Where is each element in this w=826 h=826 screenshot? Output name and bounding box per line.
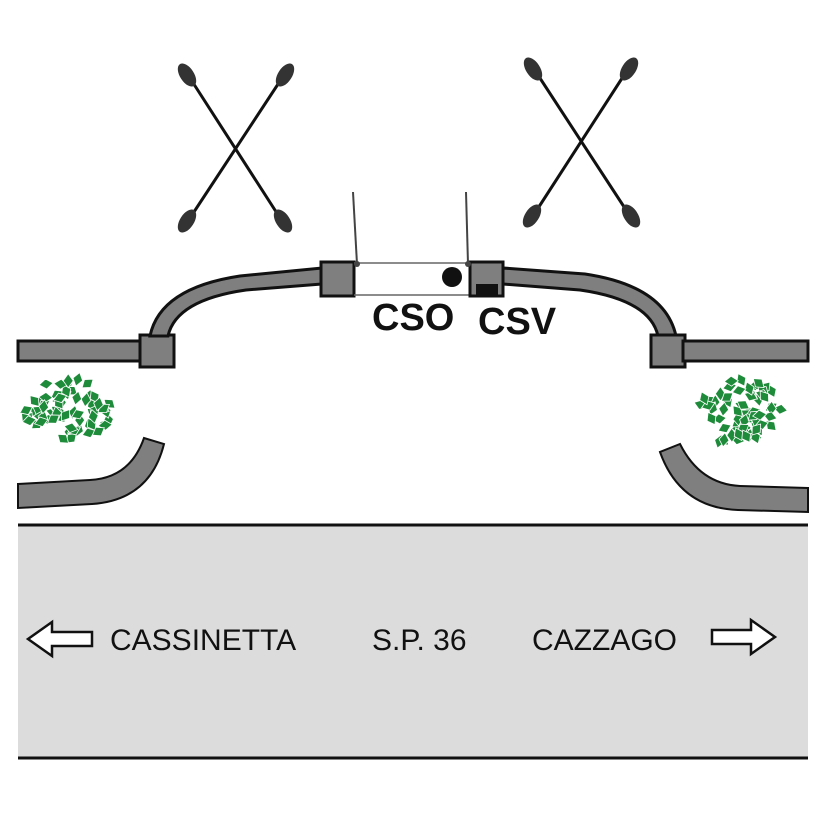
leaf (57, 433, 70, 444)
leaf (29, 395, 40, 407)
leaf (752, 378, 765, 389)
left-tree-icon (19, 371, 116, 444)
leaf (736, 400, 750, 410)
leaf (52, 392, 68, 404)
leaf (751, 409, 768, 421)
leaf (38, 391, 54, 403)
leaf (81, 378, 94, 389)
leaf (72, 371, 84, 387)
left-arch (148, 266, 324, 338)
csv-marker (476, 284, 498, 296)
leaf (741, 429, 751, 443)
leaf (751, 423, 762, 436)
leaf (38, 378, 54, 390)
leaf (723, 375, 739, 387)
left-crossed-antennas-icon (177, 63, 295, 233)
cso-label: CSO (372, 297, 454, 339)
left-pole (352, 191, 358, 265)
left-destination-label: CASSINETTA (110, 624, 296, 657)
road-name-label: S.P. 36 (372, 624, 467, 657)
arrow-left-icon (25, 619, 94, 659)
leaf (718, 401, 730, 417)
left-curved-wall (17, 436, 166, 510)
leaf (60, 409, 71, 422)
leaf (38, 399, 50, 415)
leaf (736, 373, 747, 387)
leaf (63, 422, 79, 434)
left-wall (16, 339, 144, 363)
right-curved-wall (658, 442, 809, 514)
leaf (33, 416, 49, 428)
right-wall (681, 339, 810, 363)
leaf (720, 392, 734, 402)
leaf (93, 396, 104, 412)
leaf (80, 392, 92, 408)
csv-label: CSV (478, 301, 557, 343)
leaf (91, 426, 105, 437)
leaf (47, 414, 60, 424)
leaf (744, 381, 755, 396)
leaf (51, 405, 63, 421)
leaf (717, 423, 732, 434)
leaf (718, 432, 730, 448)
left-connector (138, 333, 176, 369)
right-pole (465, 191, 469, 265)
leaf (733, 427, 744, 442)
leaf (699, 391, 710, 406)
right-crossed-antennas-icon (522, 57, 641, 228)
right-connector (649, 333, 687, 369)
leaf (70, 409, 86, 420)
leaf (87, 408, 99, 424)
arrow-right-icon (710, 617, 778, 657)
leaf (731, 385, 747, 396)
road-surface (18, 525, 808, 758)
right-tree-icon (693, 373, 789, 449)
leaf (706, 411, 717, 426)
leaf (765, 420, 777, 432)
leaf (71, 390, 83, 406)
left-top-block (319, 260, 356, 298)
cso-marker (442, 267, 462, 287)
leaf (21, 415, 37, 427)
leaf (62, 373, 74, 389)
right-destination-label: CAZZAGO (532, 624, 677, 657)
leaf (759, 390, 770, 403)
